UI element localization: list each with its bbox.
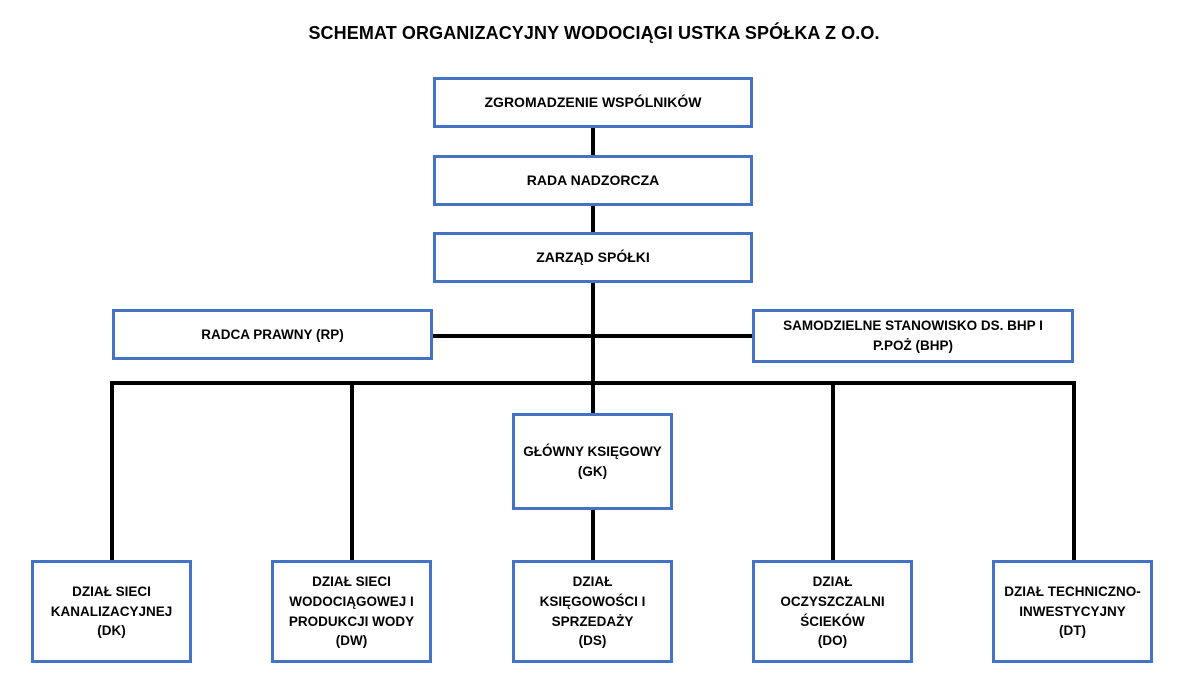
connector-rn-zs (591, 206, 595, 232)
connector-bus-to-do (831, 381, 835, 561)
node-rada-nadzorcza[interactable]: RADA NADZORCZA (433, 155, 753, 206)
node-radca-prawny[interactable]: RADCA PRAWNY (RP) (112, 309, 433, 360)
connector-gk-to-ds (591, 510, 595, 561)
node-glowny-ksiegowy[interactable]: GŁÓWNY KSIĘGOWY (GK) (512, 413, 673, 510)
connector-zw-rn (591, 128, 595, 155)
connector-bus-to-gk (591, 381, 595, 413)
node-zgromadzenie-wspolnikow[interactable]: ZGROMADZENIE WSPÓLNIKÓW (433, 77, 753, 128)
node-dzial-ksiegowosci-sprzedazy[interactable]: DZIAŁ KSIĘGOWOŚCI I SPRZEDAŻY (DS) (512, 560, 673, 663)
node-dzial-sieci-kanalizacyjnej[interactable]: DZIAŁ SIECI KANALIZACYJNEJ (DK) (31, 560, 192, 663)
node-dzial-oczyszczalni-sciekow[interactable]: DZIAŁ OCZYSZCZALNI ŚCIEKÓW (DO) (752, 560, 913, 663)
connector-rp-bhp-bar (431, 334, 754, 338)
node-dzial-sieci-wodociagowej[interactable]: DZIAŁ SIECI WODOCIĄGOWEJ I PRODUKCJI WOD… (271, 560, 432, 663)
node-samodzielne-stanowisko-bhp[interactable]: SAMODZIELNE STANOWISKO DS. BHP I P.POŻ (… (752, 309, 1074, 363)
node-zarzad-spolki[interactable]: ZARZĄD SPÓŁKI (433, 232, 753, 283)
page-title: SCHEMAT ORGANIZACYJNY WODOCIĄGI USTKA SP… (308, 23, 880, 43)
connector-bus-to-dw (350, 381, 354, 561)
connector-bus-to-dt (1072, 381, 1076, 561)
connector-bus-to-dk (110, 381, 114, 561)
node-dzial-techniczno-inwestycyjny[interactable]: DZIAŁ TECHNICZNO- INWESTYCYJNY (DT) (992, 560, 1153, 663)
